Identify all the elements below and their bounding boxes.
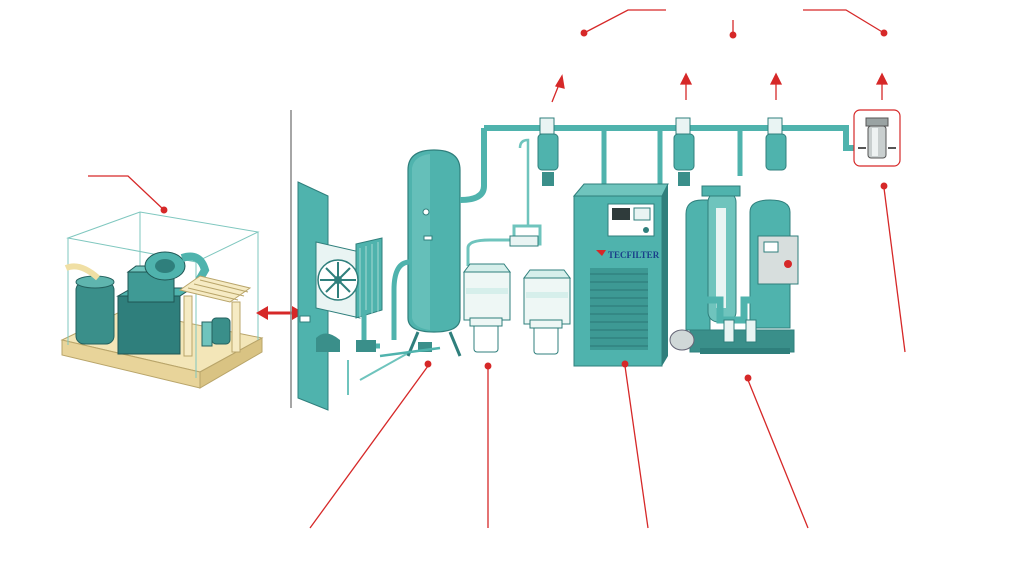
flow-arrow-1 [551, 74, 565, 103]
compressor-skid [60, 211, 264, 389]
line-filter-1 [537, 117, 559, 186]
callout-leader-3 [729, 20, 737, 39]
air-cooler [290, 110, 411, 411]
line-filters [537, 117, 787, 186]
flow-arrows [551, 72, 889, 103]
flow-arrow-3 [769, 72, 783, 100]
callout-leader-8 [744, 374, 809, 529]
flow-arrow-2 [679, 72, 693, 100]
callout-leader-9 [880, 182, 906, 353]
callout-leaders [88, 9, 906, 529]
point-of-use-filter [853, 109, 901, 167]
callout-leader-5 [309, 360, 432, 529]
separator-unit-2 [523, 269, 571, 355]
main-pipe [484, 125, 858, 186]
flow-arrow-4 [875, 72, 889, 100]
line-filter-3 [765, 117, 787, 171]
refrigerated-dryer: TECFILTER [572, 183, 669, 367]
oil-water-separators [463, 138, 571, 355]
line-filter-2 [673, 117, 695, 186]
air-receiver-tank [379, 128, 487, 358]
dryer-brand-label: TECFILTER [608, 250, 660, 260]
callout-leader-2 [580, 9, 666, 37]
callout-leader-6 [484, 362, 492, 528]
separator-unit-1 [463, 263, 511, 353]
callout-leader-1 [88, 175, 168, 214]
desiccant-dryer [669, 185, 799, 354]
callout-leader-7 [621, 360, 649, 529]
dryer-vent-grille [590, 268, 648, 350]
connection-double-arrow [256, 306, 304, 320]
callout-leader-4 [803, 9, 888, 37]
